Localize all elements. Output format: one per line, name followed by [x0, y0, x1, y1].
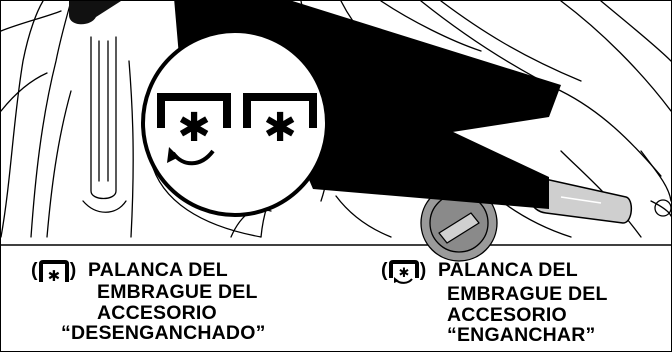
caption-text: PALANCA DEL — [88, 259, 228, 281]
caption-line-3: ACCESORIO — [97, 301, 217, 324]
caption-line-2: EMBRAGUE DEL — [447, 283, 608, 305]
svg-text:✱: ✱ — [263, 105, 297, 151]
svg-text:✱: ✱ — [47, 267, 60, 282]
caption-text: PALANCA DEL — [438, 259, 578, 281]
caption-line-3: ACCESORIO — [447, 303, 567, 326]
pto-engage-icon — [157, 93, 231, 128]
caption-pto-engage: (✱) PALANCA DEL EMBRAGUE DEL ACCESORIO “… — [381, 260, 608, 346]
svg-text:✱: ✱ — [177, 105, 211, 151]
pto-engage-icon: ✱ — [388, 260, 419, 284]
svg-text:✱: ✱ — [398, 266, 409, 281]
callout-circle — [141, 29, 329, 217]
caption-line-2: EMBRAGUE DEL — [97, 281, 258, 303]
throttle-knob — [69, 1, 121, 25]
caption-pto-disengaged: (✱) PALANCA DEL EMBRAGUE DEL ACCESORIO “… — [31, 260, 266, 344]
caption-line-1: (✱) PALANCA DEL — [31, 260, 266, 282]
caption-line-4: “ENGANCHAR” — [447, 324, 596, 346]
pto-off-icon: ✱ — [38, 260, 69, 282]
pto-off-icon — [243, 93, 317, 128]
caption-line-1: (✱) PALANCA DEL — [381, 260, 608, 284]
caption-line-4: “DESENGANCHADO” — [61, 322, 266, 344]
